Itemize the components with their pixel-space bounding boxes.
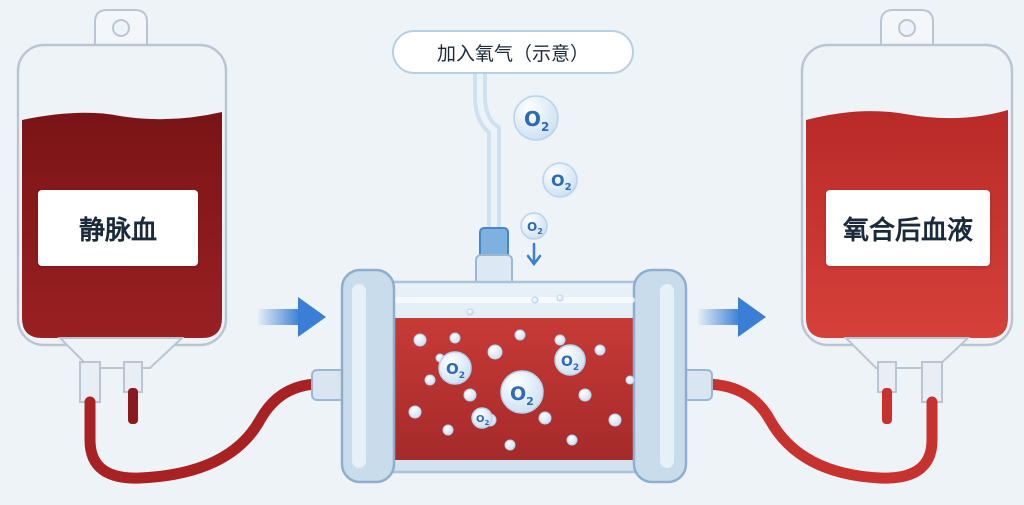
down-arrow-icon xyxy=(526,242,542,267)
venous-blood-label: 静脉血 xyxy=(38,190,198,266)
svg-text:O2: O2 xyxy=(561,354,579,373)
flow-arrow-out xyxy=(698,297,766,337)
o2-molecule-top-large: O2 xyxy=(513,95,559,141)
o2-molecule-top-small: O2 xyxy=(520,212,548,240)
svg-text:O2: O2 xyxy=(510,383,534,408)
flow-arrow-in xyxy=(258,297,326,337)
svg-text:O2: O2 xyxy=(524,107,549,134)
o2-molecule-chamber-1: O2 xyxy=(438,351,472,385)
o2-molecule-top-medium: O2 xyxy=(542,162,578,198)
o2-molecule-chamber-3: O2 xyxy=(554,344,586,376)
inlet-tube xyxy=(84,378,326,484)
svg-text:O2: O2 xyxy=(527,220,543,236)
svg-text:O2: O2 xyxy=(476,414,490,427)
oxygenated-blood-label: 氧合后血液 xyxy=(826,190,990,266)
svg-text:O2: O2 xyxy=(446,360,465,381)
outlet-tube xyxy=(698,378,938,484)
o2-molecule-chamber-4: O2 xyxy=(471,407,493,429)
add-oxygen-label: 加入氧气（示意） xyxy=(392,30,634,74)
svg-text:O2: O2 xyxy=(551,171,572,193)
o2-molecule-chamber-2: O2 xyxy=(500,370,544,414)
